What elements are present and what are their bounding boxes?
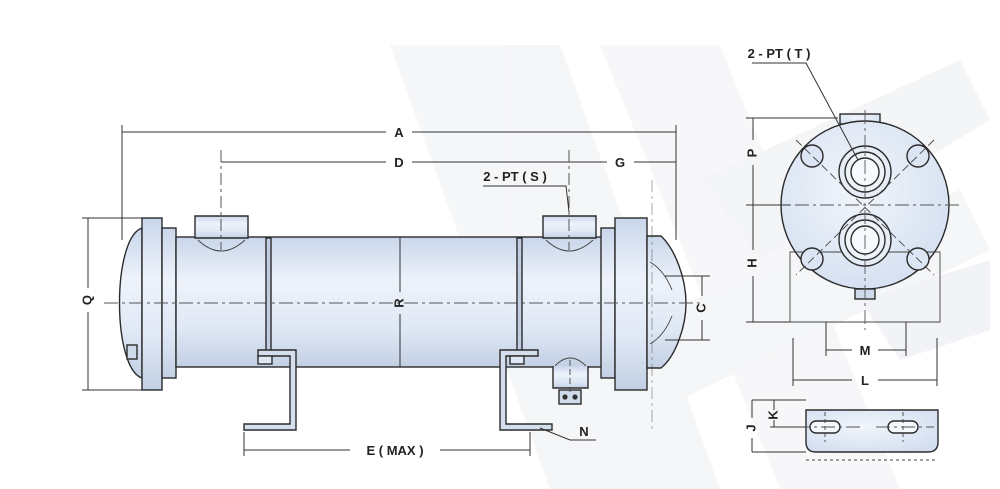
label-a: A — [394, 125, 404, 140]
label-n: N — [579, 424, 588, 439]
labels: A D G 2 - PT ( S ) 2 - PT ( T ) R Q C E … — [79, 46, 870, 458]
dimensions-end — [746, 117, 938, 386]
mounting-band-left — [265, 237, 272, 359]
label-m: M — [860, 343, 871, 358]
left-flange-outer — [141, 217, 163, 391]
end-base — [789, 251, 941, 323]
label-d: D — [394, 155, 403, 170]
right-flange-outer — [614, 217, 648, 391]
end-view — [752, 62, 962, 330]
bolt-hole-tl — [800, 144, 824, 168]
nozzle-bottom — [552, 366, 589, 389]
side-view — [104, 150, 700, 431]
label-e: E ( MAX ) — [366, 443, 423, 458]
mounting-band-right — [516, 237, 523, 359]
dimensions-side — [82, 125, 710, 456]
drain-plug-bottom — [558, 389, 582, 405]
label-g: G — [615, 155, 625, 170]
nozzle-left — [194, 215, 249, 239]
bracket-left — [243, 349, 297, 431]
shell-body — [175, 236, 616, 368]
nozzle-right — [542, 215, 597, 239]
label-pt-s: 2 - PT ( S ) — [483, 169, 547, 184]
label-h: H — [744, 258, 759, 267]
drain-plug-left — [126, 344, 138, 360]
label-q: Q — [79, 295, 94, 305]
label-j: J — [743, 424, 758, 431]
foot-detail — [751, 399, 939, 461]
label-r: R — [391, 298, 406, 308]
bracket-right — [499, 349, 553, 431]
bolt-hole-tr — [906, 144, 930, 168]
label-c: C — [693, 303, 708, 313]
label-k: K — [765, 410, 780, 420]
label-l: L — [861, 373, 869, 388]
label-p: P — [744, 148, 759, 157]
label-pt-t: 2 - PT ( T ) — [748, 46, 811, 61]
